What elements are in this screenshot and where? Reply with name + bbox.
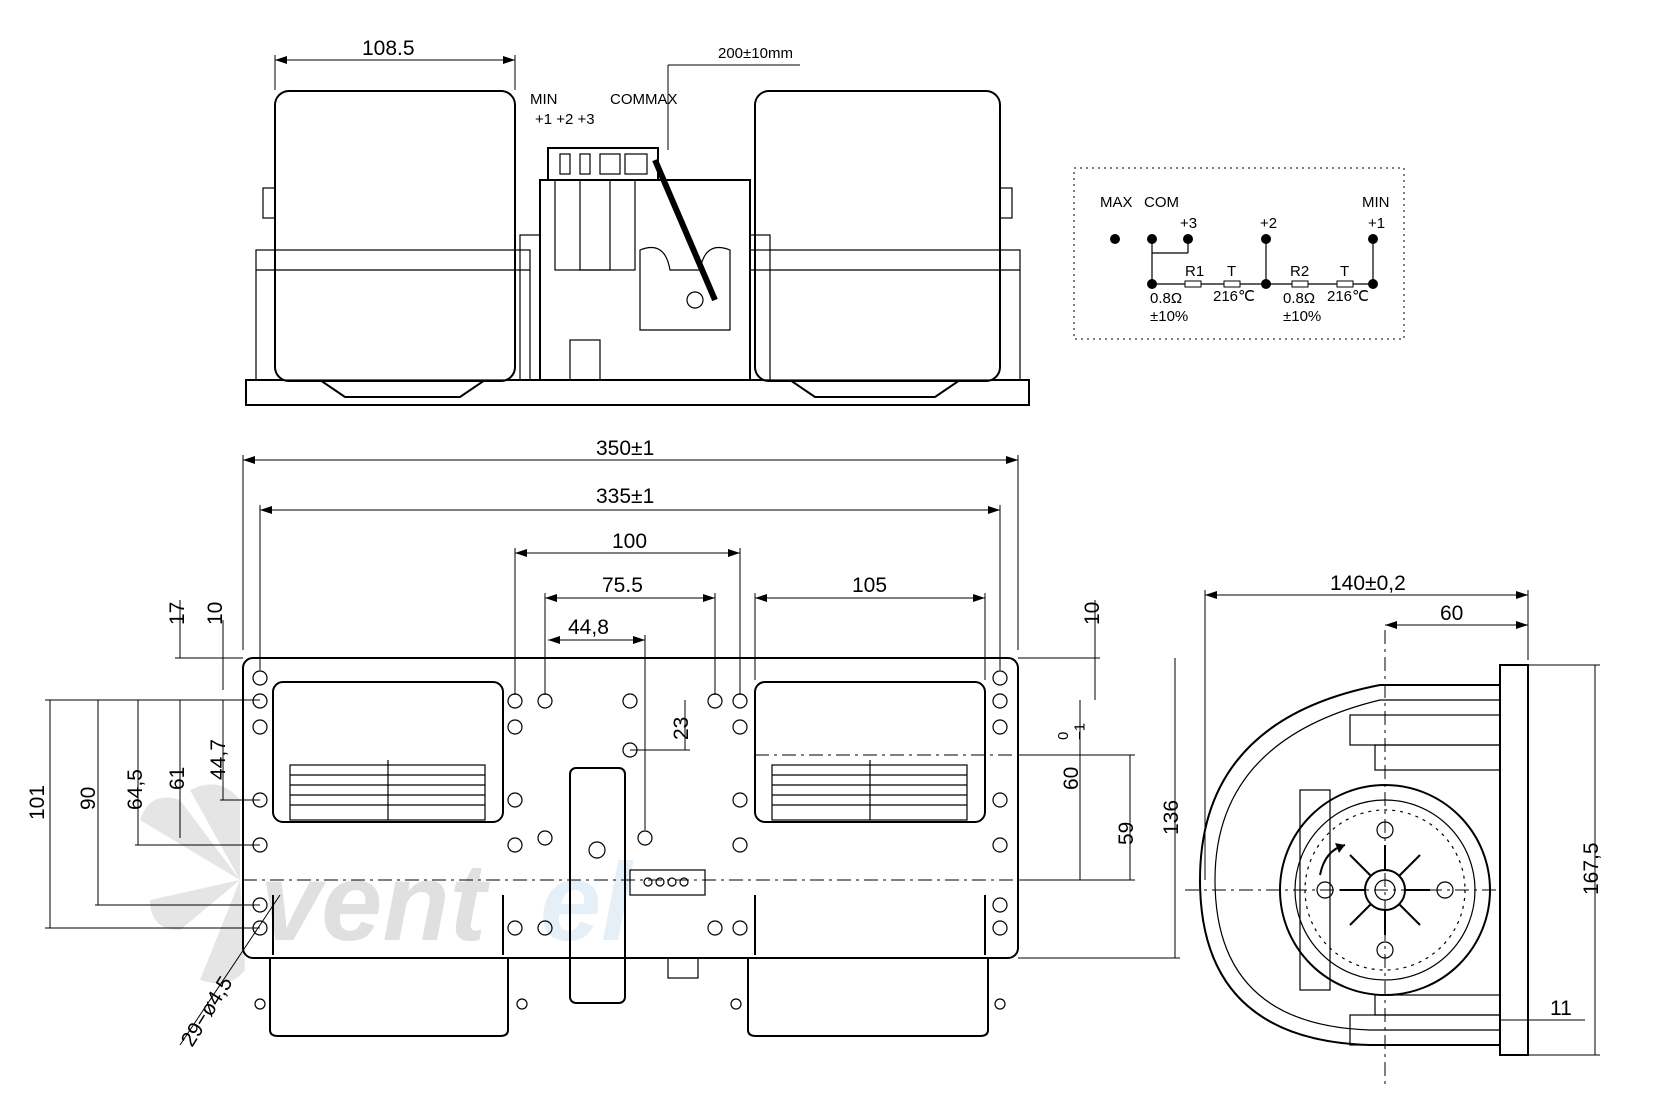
label-terminals: +1 +2 +3 xyxy=(535,111,595,128)
dim-61: 61 xyxy=(166,767,189,790)
dim-10-right: 10 xyxy=(1081,602,1104,625)
dim-side-60: 60 xyxy=(1440,602,1463,625)
watermark-text-b: el xyxy=(540,841,634,964)
dim-10-left: 10 xyxy=(204,602,227,625)
dim-44-7: 44,7 xyxy=(207,739,230,780)
wiring-r1-value: 0.8Ω xyxy=(1150,290,1182,307)
wiring-plus1: +1 xyxy=(1368,215,1385,232)
wiring-t1: T xyxy=(1227,263,1236,280)
wiring-r1-tol: ±10% xyxy=(1150,308,1188,325)
wiring-plus3: +3 xyxy=(1180,215,1197,232)
label-com-max: COMMAX xyxy=(610,91,678,108)
watermark-fan-icon xyxy=(140,784,245,984)
wiring-t2: T xyxy=(1340,263,1349,280)
side-view: 140±0,2 60 167,5 11 xyxy=(1185,572,1603,1085)
wiring-r2: R2 xyxy=(1290,263,1309,280)
wiring-t1-value: 216℃ xyxy=(1213,288,1255,305)
wiring-plus2: +2 xyxy=(1260,215,1277,232)
dim-59: 59 xyxy=(1115,822,1138,845)
dim-11: 11 xyxy=(1550,997,1572,1020)
dim-350: 350±1 xyxy=(596,437,654,460)
dim-335: 335±1 xyxy=(596,485,654,508)
front-view: 350±1 335±1 100 75.5 44,8 105 17 10 xyxy=(26,437,1183,1051)
dim-167-5: 167,5 xyxy=(1580,842,1603,895)
dim-60: 60 xyxy=(1060,767,1083,790)
dim-holes-spec: 29−ø4,5 xyxy=(177,973,238,1051)
dim-0-1: 0−1 xyxy=(1055,723,1089,740)
watermark-text-a: vent xyxy=(260,841,491,964)
watermark: vent el xyxy=(140,784,634,984)
dim-44-8: 44,8 xyxy=(568,616,609,639)
dim-136: 136 xyxy=(1160,800,1183,835)
dim-105: 105 xyxy=(852,574,887,597)
dim-101: 101 xyxy=(26,785,49,820)
dim-cable: 200±10mm xyxy=(718,45,793,62)
wiring-max: MAX xyxy=(1100,194,1133,211)
wiring-diagram: MAX COM +3 +2 MIN +1 R1 T 0.8Ω ±10% 216℃… xyxy=(1073,167,1405,340)
wiring-min: MIN xyxy=(1362,194,1390,211)
dim-17: 17 xyxy=(166,602,189,625)
label-min: MIN xyxy=(530,91,558,108)
dim-23: 23 xyxy=(670,717,693,740)
dim-64-5: 64,5 xyxy=(124,769,147,810)
dim-90: 90 xyxy=(77,787,100,810)
wiring-t2-value: 216℃ xyxy=(1327,288,1369,305)
wiring-com: COM xyxy=(1144,194,1179,211)
wiring-r2-tol: ±10% xyxy=(1283,308,1321,325)
wiring-r2-value: 0.8Ω xyxy=(1283,290,1315,307)
dim-140: 140±0,2 xyxy=(1330,572,1406,595)
dim-100: 100 xyxy=(612,530,647,553)
dim-75-5: 75.5 xyxy=(602,574,643,597)
top-view: 108.5 200±10mm MIN COMMAX +1 +2 +3 xyxy=(245,37,1030,406)
dim-108-5: 108.5 xyxy=(362,37,415,60)
wiring-r1: R1 xyxy=(1185,263,1204,280)
mounting-holes xyxy=(252,670,1008,936)
